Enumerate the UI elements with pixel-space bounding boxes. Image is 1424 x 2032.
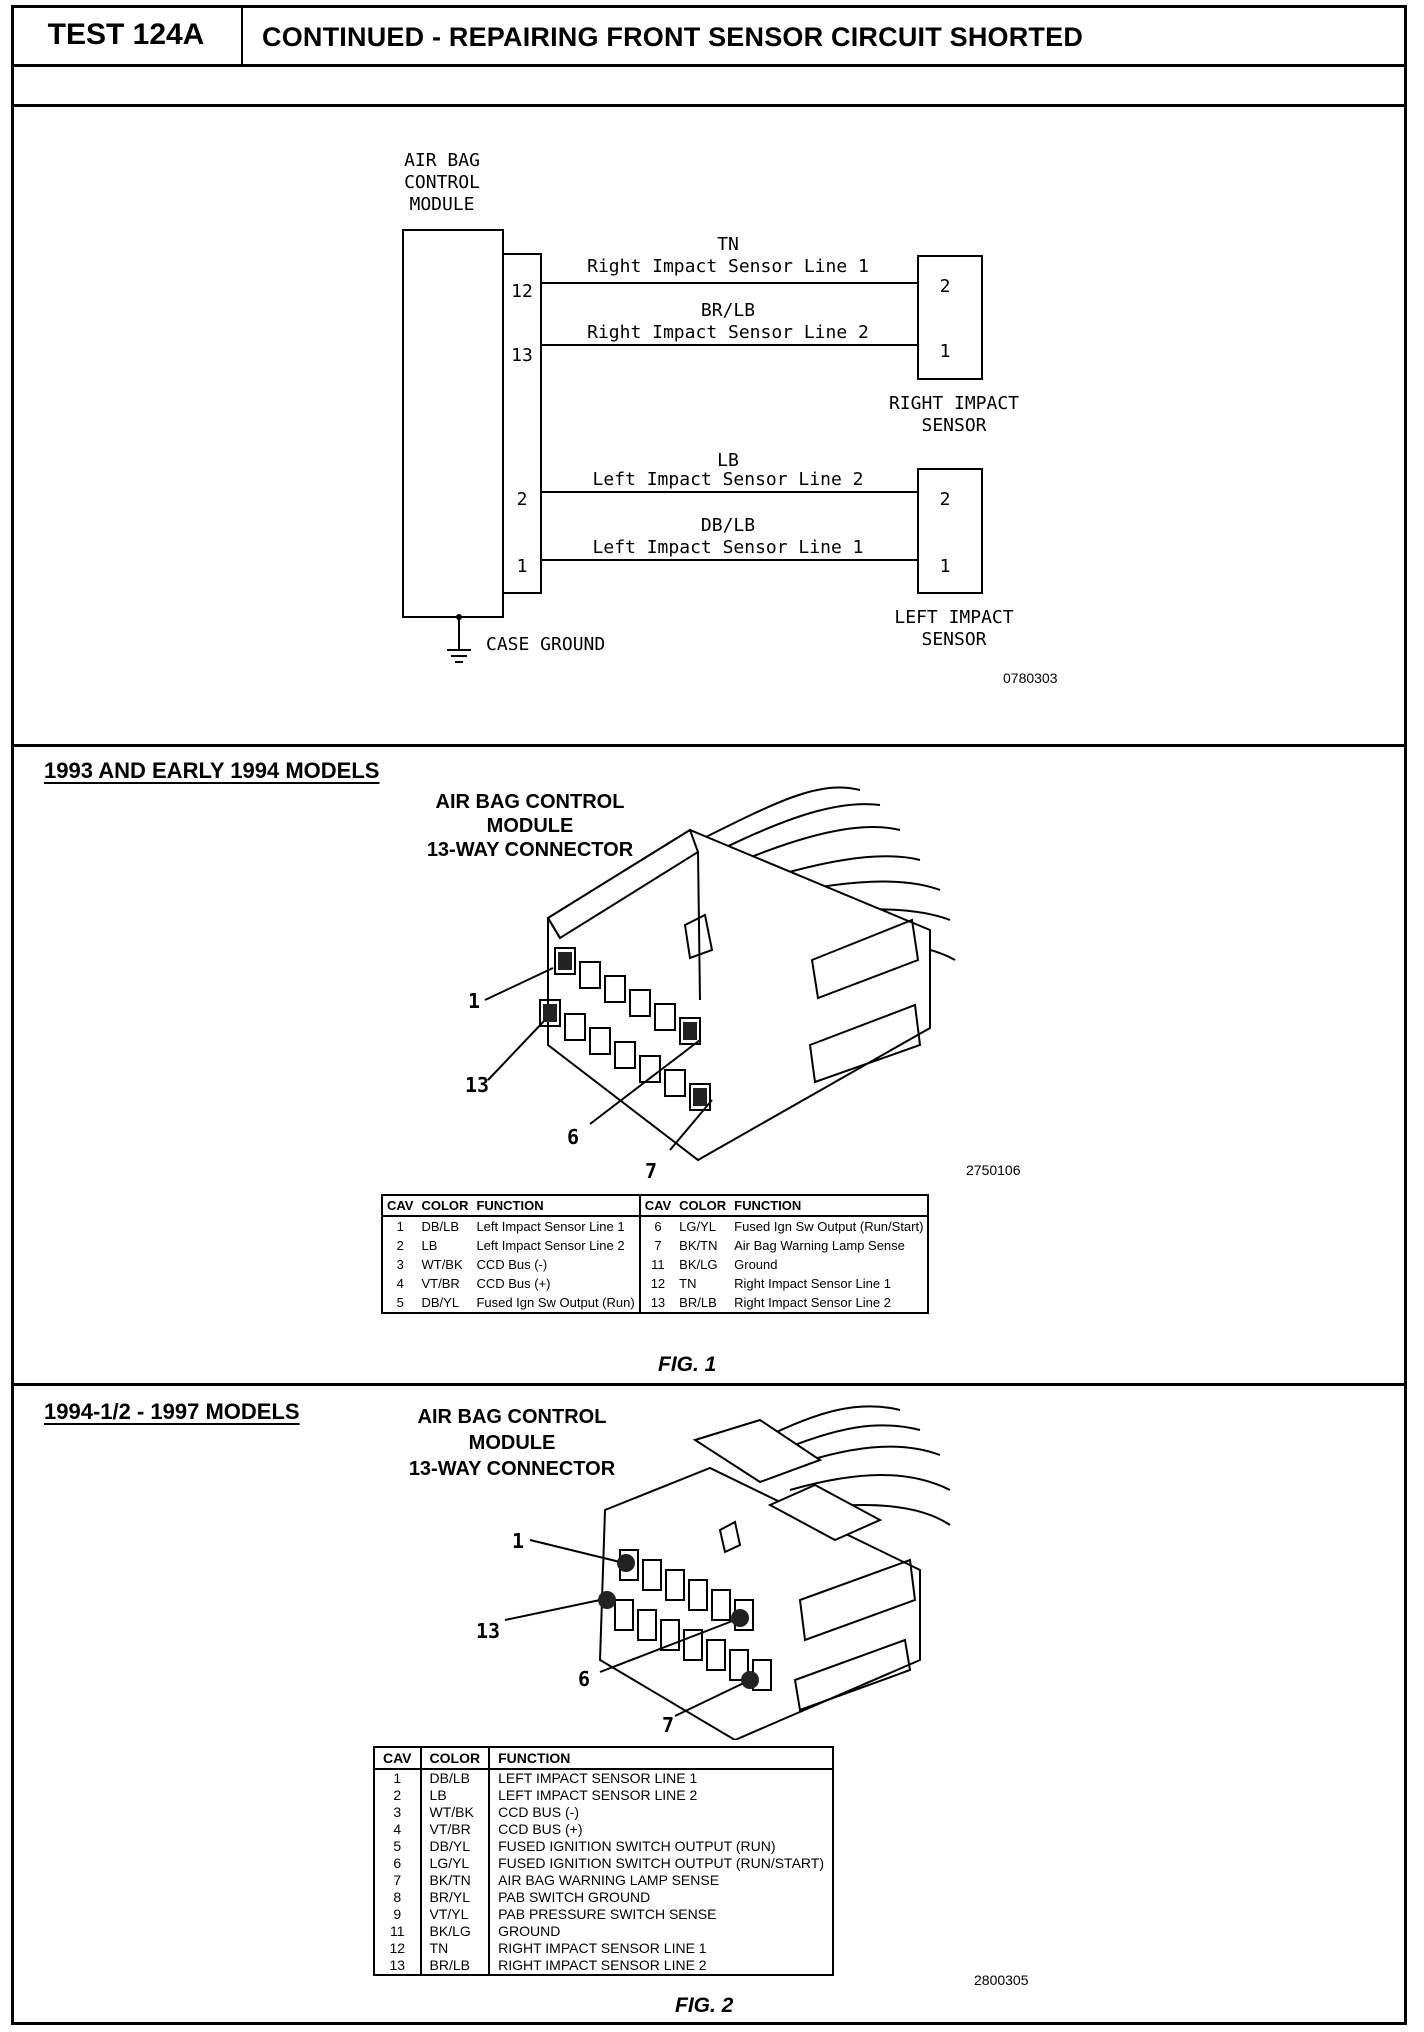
pin-2: 2 bbox=[517, 489, 528, 510]
fig2-callout-1: 1 bbox=[512, 1529, 524, 1553]
case-ground-label: CASE GROUND bbox=[486, 634, 605, 655]
schematic-code: 0780303 bbox=[1003, 670, 1058, 686]
fig1-caption: FIG. 1 bbox=[658, 1353, 717, 1376]
header-divider bbox=[11, 64, 1407, 67]
wire-color-1: TN bbox=[717, 234, 739, 255]
fig2-section-title: 1994-1/2 - 1997 MODELS bbox=[44, 1399, 300, 1424]
left-sensor-pin-2: 2 bbox=[940, 489, 951, 510]
pin-1: 1 bbox=[517, 556, 528, 577]
fig2-code: 2800305 bbox=[974, 1972, 1029, 1988]
left-sensor-pin-1: 1 bbox=[940, 556, 951, 577]
fig1-code: 2750106 bbox=[966, 1162, 1021, 1178]
fig1-connector-title: AIR BAG CONTROL MODULE 13-WAY CONNECTOR bbox=[426, 791, 634, 861]
module-label-3: MODULE bbox=[409, 194, 474, 215]
module-label-2: CONTROL bbox=[404, 172, 480, 193]
left-sensor-label-2: SENSOR bbox=[921, 629, 986, 650]
wire-name-1: Right Impact Sensor Line 1 bbox=[587, 256, 869, 277]
fig2-callout-13: 13 bbox=[476, 1619, 500, 1643]
module-label-1: AIR BAG bbox=[404, 150, 480, 171]
right-sensor-label-1: RIGHT IMPACT bbox=[889, 393, 1019, 414]
wire-name-2: Right Impact Sensor Line 2 bbox=[587, 322, 869, 343]
right-sensor-pin-2: 2 bbox=[940, 276, 951, 297]
fig2-callout-7: 7 bbox=[662, 1713, 674, 1737]
wire-color-2: BR/LB bbox=[701, 300, 755, 321]
fig1-callout-13: 13 bbox=[465, 1073, 489, 1097]
wire-color-4: DB/LB bbox=[701, 515, 755, 536]
fig2-connector-title: AIR BAG CONTROL MODULE 13-WAY CONNECTOR bbox=[408, 1406, 616, 1480]
fig2-callout-6: 6 bbox=[578, 1667, 590, 1691]
wiring-schematic: AIR BAG CONTROL MODULE 12 13 2 1 TN Righ… bbox=[402, 150, 1058, 686]
header-bottom-divider bbox=[11, 104, 1407, 107]
section-divider-2 bbox=[11, 1383, 1407, 1386]
wire-name-4: Left Impact Sensor Line 1 bbox=[593, 537, 864, 558]
fig1-callout-6: 6 bbox=[567, 1125, 579, 1149]
wire-color-3: LB bbox=[717, 450, 739, 471]
right-sensor-label-2: SENSOR bbox=[921, 415, 986, 436]
right-sensor-pin-1: 1 bbox=[940, 341, 951, 362]
fig1-section-title: 1993 AND EARLY 1994 MODELS bbox=[44, 758, 380, 783]
page-title: CONTINUED - REPAIRING FRONT SENSOR CIRCU… bbox=[262, 22, 1084, 52]
fig1-callout-1: 1 bbox=[468, 989, 480, 1013]
pin-13: 13 bbox=[511, 345, 533, 366]
fig2-connector-drawing: 1 13 6 7 bbox=[476, 1405, 951, 1740]
left-sensor-box bbox=[917, 468, 983, 594]
fig2-caption: FIG. 2 bbox=[675, 1994, 734, 2017]
module-connector bbox=[502, 253, 542, 594]
wire-name-3: Left Impact Sensor Line 2 bbox=[593, 469, 864, 490]
right-sensor-box bbox=[917, 255, 983, 380]
fig1-connector-drawing: 1 13 6 7 bbox=[465, 786, 956, 1180]
pin-12: 12 bbox=[511, 281, 533, 302]
section-divider-1 bbox=[11, 744, 1407, 747]
test-id: TEST 124A bbox=[11, 5, 243, 65]
page-frame bbox=[11, 5, 1407, 2025]
left-sensor-label-1: LEFT IMPACT bbox=[894, 607, 1013, 628]
fig1-callout-7: 7 bbox=[645, 1159, 657, 1180]
module-box bbox=[402, 229, 504, 618]
